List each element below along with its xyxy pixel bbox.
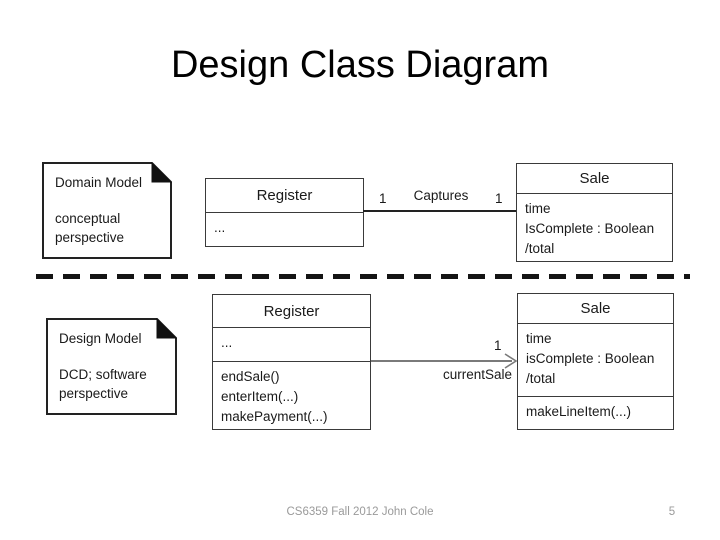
method-row: makePayment(...): [221, 409, 328, 424]
method-row: endSale(): [221, 369, 280, 384]
method-row: makeLineItem(...): [526, 404, 632, 419]
attribute-row: time: [525, 201, 551, 216]
note-design-model: Design Model DCD; software perspective: [46, 318, 177, 415]
note-body: Design Model DCD; software perspective: [46, 318, 177, 415]
association-line-captures: [363, 210, 517, 212]
attribute-row: /total: [525, 241, 555, 256]
class-sale-domain: Sale time IsComplete : Boolean /total: [516, 163, 673, 262]
multiplicity-label: 1: [495, 191, 503, 206]
open-arrowhead-icon: [504, 353, 518, 369]
attributes-compartment: ...: [206, 213, 363, 246]
dashed-separator-line: [36, 274, 690, 279]
attribute-row: /total: [526, 371, 556, 386]
class-name: Sale: [517, 164, 672, 194]
slide-title: Design Class Diagram: [170, 44, 549, 86]
methods-compartment: endSale() enterItem(...) makePayment(...…: [213, 361, 370, 432]
attribute-row: isComplete : Boolean: [526, 351, 655, 366]
association-line-currentsale: [371, 360, 512, 362]
attributes-compartment: time isComplete : Boolean /total: [518, 324, 673, 396]
method-row: enterItem(...): [221, 389, 299, 404]
note-title: Design Model: [59, 331, 142, 346]
attributes-compartment: ...: [213, 328, 370, 361]
multiplicity-label: 1: [494, 338, 502, 353]
note-line: conceptual: [55, 211, 121, 226]
class-name: Register: [206, 179, 363, 213]
attributes-compartment: time IsComplete : Boolean /total: [517, 194, 672, 264]
note-body: Domain Model conceptual perspective: [42, 162, 172, 259]
methods-compartment: makeLineItem(...): [518, 396, 673, 429]
note-line: DCD; software: [59, 367, 147, 382]
attribute-row: time: [526, 331, 552, 346]
note-line: perspective: [59, 386, 129, 401]
class-register-domain: Register ...: [205, 178, 364, 247]
note-line: perspective: [55, 230, 125, 245]
class-name: Register: [213, 295, 370, 328]
multiplicity-label: 1: [379, 191, 387, 206]
note-domain-model: Domain Model conceptual perspective: [42, 162, 172, 259]
page-number: 5: [668, 506, 676, 518]
association-name-label: Captures: [413, 188, 469, 203]
note-title: Domain Model: [55, 175, 143, 190]
association-name-label: currentSale: [442, 367, 512, 382]
class-register-design: Register ... endSale() enterItem(...) ma…: [212, 294, 371, 430]
folded-corner-icon: [42, 162, 172, 259]
footer-text: CS6359 Fall 2012 John Cole: [286, 506, 434, 518]
attribute-row: ...: [221, 335, 233, 350]
class-name: Sale: [518, 294, 673, 324]
class-sale-design: Sale time isComplete : Boolean /total ma…: [517, 293, 674, 430]
attribute-row: ...: [214, 220, 226, 235]
attribute-row: IsComplete : Boolean: [525, 221, 655, 236]
folded-corner-icon: [46, 318, 177, 415]
